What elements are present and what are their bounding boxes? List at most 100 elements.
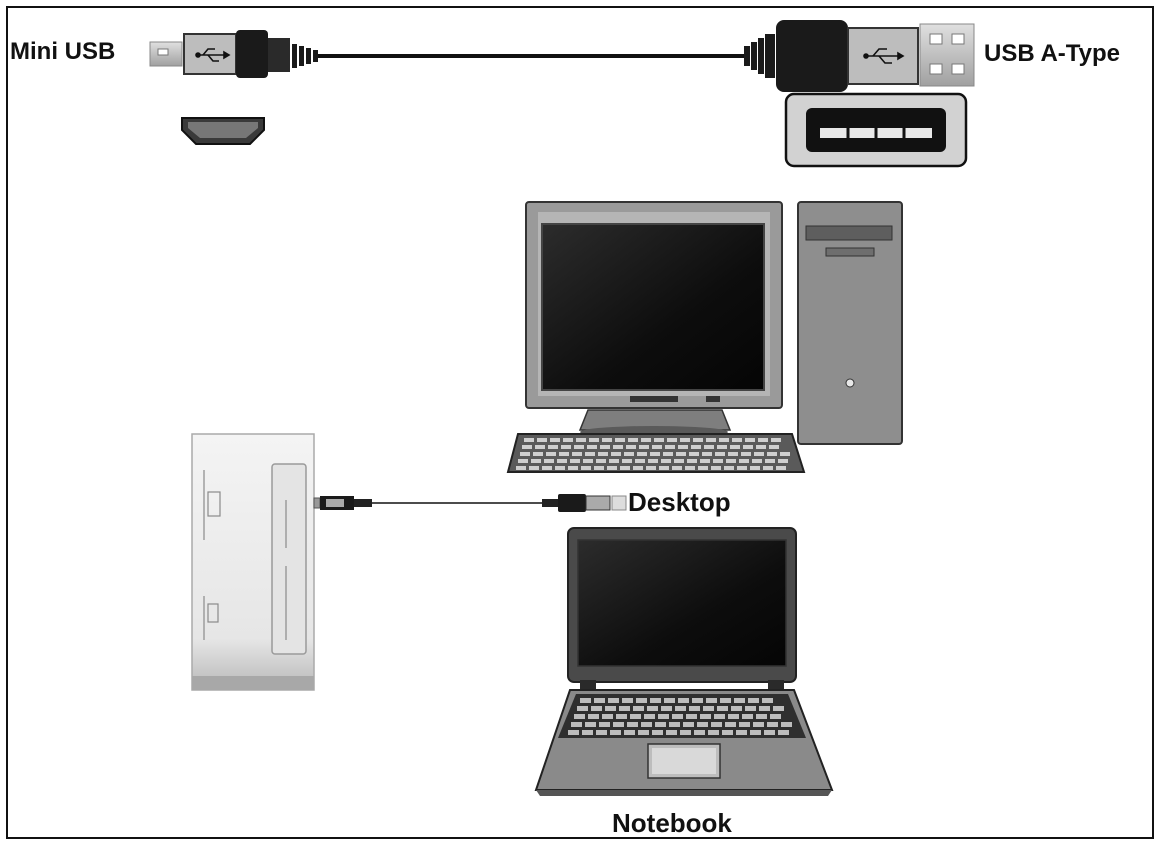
key (703, 706, 714, 711)
key (663, 452, 673, 456)
diagram-frame (6, 6, 1154, 839)
key (750, 466, 760, 470)
key (664, 698, 675, 703)
key (756, 445, 766, 449)
key (686, 714, 697, 719)
key (619, 706, 630, 711)
key (529, 466, 539, 470)
key (770, 714, 781, 719)
key (652, 730, 663, 735)
key (731, 706, 742, 711)
key (610, 730, 621, 735)
key (535, 445, 545, 449)
key (698, 466, 708, 470)
key (759, 706, 770, 711)
key (574, 714, 585, 719)
key (756, 714, 767, 719)
key (602, 714, 613, 719)
key (750, 730, 761, 735)
key (641, 438, 651, 442)
key (550, 438, 560, 442)
key (680, 730, 691, 735)
key (745, 706, 756, 711)
usb-trident-icon (863, 48, 905, 64)
key (585, 722, 596, 727)
key (685, 466, 695, 470)
key (711, 466, 721, 470)
key (706, 698, 717, 703)
key (722, 730, 733, 735)
key (687, 459, 697, 463)
key (693, 438, 703, 442)
key (676, 452, 686, 456)
key (754, 452, 764, 456)
usb-trident-icon (195, 48, 231, 62)
key (692, 698, 703, 703)
key (602, 438, 612, 442)
key (615, 438, 625, 442)
key (542, 466, 552, 470)
key (765, 459, 775, 463)
key (641, 722, 652, 727)
key (570, 459, 580, 463)
keyboard-icon (506, 433, 806, 473)
key (694, 730, 705, 735)
key (582, 730, 593, 735)
usb-a-type-label: USB A-Type (984, 40, 1121, 67)
key (665, 445, 675, 449)
key (635, 459, 645, 463)
key (773, 706, 784, 711)
key (728, 452, 738, 456)
key (624, 730, 635, 735)
key (608, 698, 619, 703)
key (748, 698, 759, 703)
key (596, 459, 606, 463)
key (546, 452, 556, 456)
key (594, 466, 604, 470)
pc-tower-icon (797, 201, 903, 445)
key (620, 466, 630, 470)
mini-usb-label: Mini USB (10, 38, 116, 65)
key (639, 445, 649, 449)
key (647, 706, 658, 711)
key (767, 722, 778, 727)
key (661, 706, 672, 711)
key (596, 730, 607, 735)
key (574, 445, 584, 449)
key (736, 730, 747, 735)
key (630, 714, 641, 719)
key (585, 452, 595, 456)
key (678, 698, 689, 703)
key (678, 445, 688, 449)
key (580, 698, 591, 703)
key (616, 714, 627, 719)
key (599, 722, 610, 727)
key (522, 445, 532, 449)
mini-usb-port-icon (181, 117, 265, 145)
key (611, 452, 621, 456)
key (737, 466, 747, 470)
key (594, 698, 605, 703)
key (548, 445, 558, 449)
key (572, 452, 582, 456)
key (628, 438, 638, 442)
key (719, 438, 729, 442)
key (763, 466, 773, 470)
key (780, 452, 790, 456)
key (767, 452, 777, 456)
key (680, 438, 690, 442)
key (533, 452, 543, 456)
usb-a-plug-icon (744, 20, 975, 92)
key (753, 722, 764, 727)
key (622, 698, 633, 703)
key (637, 452, 647, 456)
key (626, 445, 636, 449)
usb-a-port-icon (784, 92, 968, 168)
key (600, 445, 610, 449)
key (776, 466, 786, 470)
key (577, 706, 588, 711)
key (666, 730, 677, 735)
key (700, 714, 711, 719)
key (739, 459, 749, 463)
